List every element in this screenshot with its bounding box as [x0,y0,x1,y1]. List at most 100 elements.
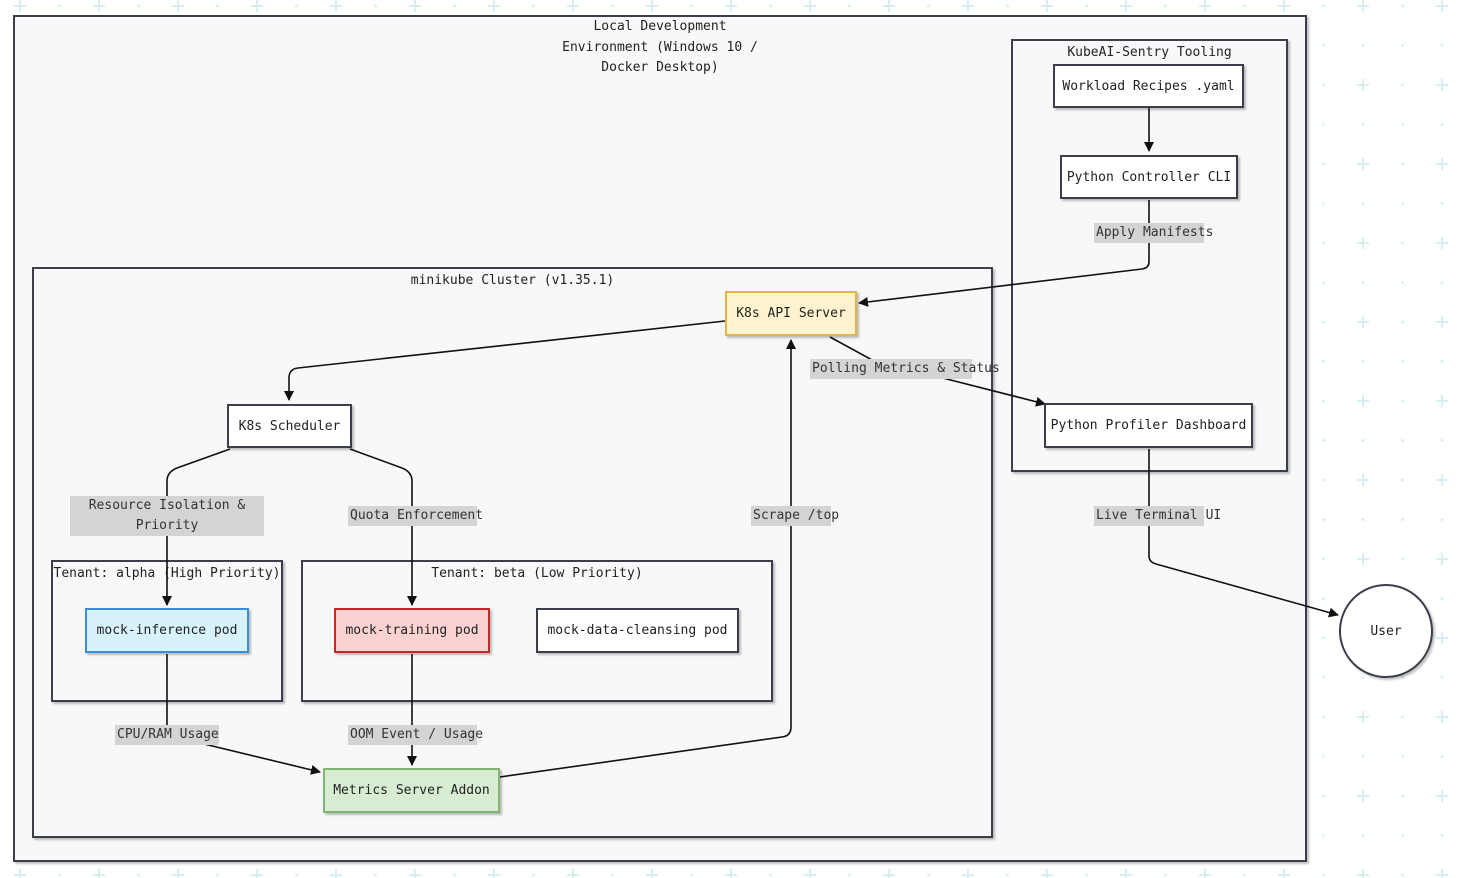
grid-plus-mark [1436,474,1448,486]
edge-label-cpu-ram-usage: CPU/RAM Usage [115,725,219,745]
grid-dot-mark [1322,755,1325,758]
grid-dot-mark [1006,4,1009,8]
grid-dot-mark [1401,557,1404,561]
grid-dot-mark [1361,360,1365,363]
python-profiler-dashboard-node[interactable]: Python Profiler Dashboard [1044,403,1253,448]
grid-plus-mark [646,869,658,878]
grid-plus-mark [1357,0,1369,12]
grid-dot-mark [1322,360,1325,363]
grid-dot-mark [1440,834,1444,837]
grid-dot-mark [1361,518,1365,521]
grid-dot-mark [1243,4,1246,8]
grid-dot-mark [1322,636,1325,640]
grid-dot-mark [1401,320,1404,324]
grid-plus-mark [1436,790,1448,802]
grid-dot-mark [1085,873,1088,877]
grid-dot-mark [1440,281,1444,284]
grid-dot-mark [1361,755,1365,758]
mock-training-pod-node[interactable]: mock-training pod [334,608,490,653]
grid-dot-mark [453,873,456,877]
grid-plus-mark [883,869,895,878]
grid-plus-mark [1357,395,1369,407]
grid-dot-mark [1322,123,1325,126]
user-node[interactable]: User [1339,584,1433,678]
group-local-environment-title: Local Development Environment (Windows 1… [562,19,758,75]
grid-plus-mark [1436,237,1448,249]
grid-plus-mark [1199,0,1211,12]
grid-dot-mark [216,873,219,877]
grid-dot-mark [1440,360,1444,363]
grid-plus-mark [1357,316,1369,328]
grid-dot-mark [1322,676,1325,679]
grid-dot-mark [1322,873,1325,877]
grid-dot-mark [611,873,614,877]
grid-dot-mark [1322,202,1325,205]
edge-label-resource-isolation: Resource Isolation & Priority [70,496,264,536]
grid-dot-mark [1322,399,1325,403]
grid-dot-mark [690,873,693,877]
grid-plus-mark [251,0,263,12]
grid-plus-mark [1436,711,1448,723]
grid-dot-mark [1401,399,1404,403]
grid-plus-mark [646,0,658,12]
grid-dot-mark [1401,202,1404,205]
k8s-scheduler-node[interactable]: K8s Scheduler [227,404,352,448]
python-controller-cli-node[interactable]: Python Controller CLI [1060,155,1238,199]
grid-plus-mark [883,0,895,12]
group-tooling-title: KubeAI-Sentry Tooling [1067,45,1232,60]
grid-dot-mark [1401,123,1404,126]
grid-dot-mark [690,4,693,8]
grid-dot-mark [1322,557,1325,561]
grid-plus-mark [1278,869,1290,878]
mock-data-cleansing-pod-node[interactable]: mock-data-cleansing pod [536,608,739,653]
grid-plus-mark [1357,869,1369,878]
grid-plus-mark [725,869,737,878]
grid-dot-mark [1361,281,1365,284]
grid-plus-mark [1357,79,1369,91]
k8s-api-server-node[interactable]: K8s API Server [725,291,857,336]
grid-dot-mark [1361,439,1365,442]
grid-plus-mark [1120,869,1132,878]
grid-dot-mark [1243,873,1246,877]
grid-dot-mark [1164,873,1167,877]
grid-plus-mark [330,869,342,878]
edge-controller-api [858,200,1150,307]
grid-plus-mark [1436,632,1448,644]
grid-plus-mark [962,0,974,12]
grid-dot-mark [1164,4,1167,8]
grid-dot-mark [1401,518,1404,521]
grid-dot-mark [137,873,140,877]
grid-dot-mark [1401,241,1404,245]
grid-dot-mark [1440,202,1444,205]
grid-plus-mark [409,869,421,878]
grid-dot-mark [769,4,772,8]
grid-dot-mark [1322,162,1325,166]
grid-dot-mark [1440,676,1444,679]
edge-label-scrape-top: Scrape /top [751,506,839,526]
grid-dot-mark [1440,439,1444,442]
grid-dot-mark [1322,597,1325,600]
grid-dot-mark [1361,834,1365,837]
grid-plus-mark [1436,553,1448,565]
grid-dot-mark [1322,320,1325,324]
grid-dot-mark [1401,83,1404,87]
workload-recipes-node[interactable]: Workload Recipes .yaml [1053,64,1244,108]
grid-dot-mark [1401,44,1404,47]
grid-plus-mark [804,869,816,878]
grid-dot-mark [453,4,456,8]
edge-label-live-terminal-ui: Live Terminal UI [1094,506,1221,526]
grid-dot-mark [611,4,614,8]
grid-plus-mark [962,869,974,878]
grid-plus-mark [330,0,342,12]
grid-dot-mark [1361,44,1365,47]
grid-plus-mark [1436,79,1448,91]
grid-plus-mark [1357,237,1369,249]
edge-api-scheduler [284,320,726,401]
metrics-server-addon-node[interactable]: Metrics Server Addon [323,768,500,813]
grid-dot-mark [1440,44,1444,47]
grid-dot-mark [927,4,930,8]
grid-dot-mark [1440,755,1444,758]
edge-label-polling: Polling Metrics & Status [810,359,1000,379]
mock-inference-pod-node[interactable]: mock-inference pod [85,608,249,653]
grid-plus-mark [172,0,184,12]
